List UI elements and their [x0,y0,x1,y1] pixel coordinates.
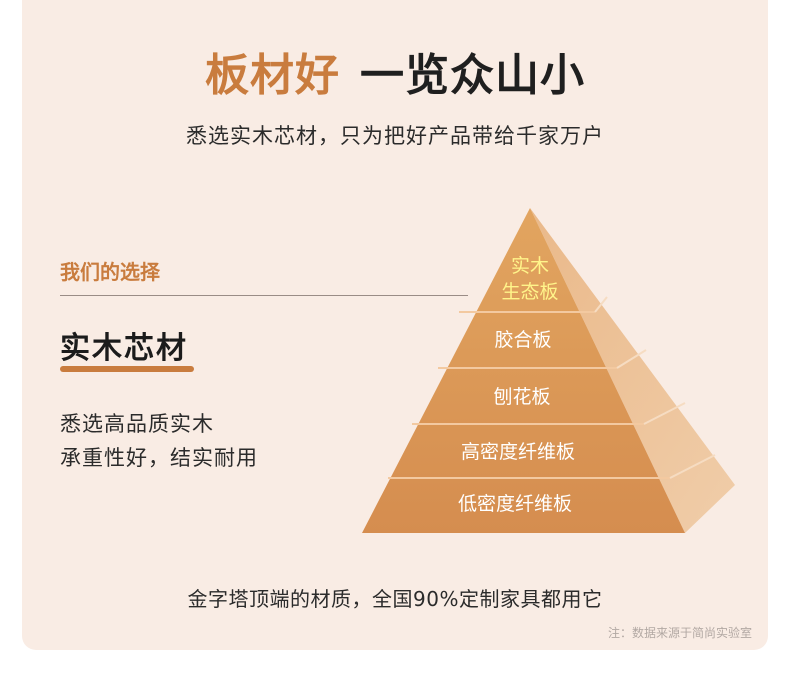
pyramid-level-2: 胶合板 [494,329,551,351]
material-underline [60,366,194,372]
headline-rest: 一览众山小 [360,50,585,101]
pyramid-level-4: 高密度纤维板 [461,441,575,463]
pyramid-level-1-line-1: 实木 [511,255,549,277]
pyramid-layer-lines [388,311,670,479]
material-desc-line-2: 承重性好，结实耐用 [60,446,258,470]
material-title: 实木芯材 [60,331,188,366]
material-desc-line-1: 悉选高品质实木 [60,412,214,436]
pyramid-level-3: 刨花板 [493,386,550,408]
material-pyramid: 实木 生态板 胶合板 刨花板 高密度纤维板 低密度纤维板 [362,208,735,533]
page-subhead: 悉选实木芯材，只为把好产品带给千家万户 [186,124,604,148]
page-headline: 板材好一览众山小 [0,48,790,104]
pyramid-side-lines [594,296,716,479]
headline-accent: 板材好 [205,50,340,101]
pyramid-front-face [362,208,685,533]
choice-label: 我们的选择 [60,260,160,284]
pyramid-level-5: 低密度纤维板 [458,493,572,515]
footer-statement: 金字塔顶端的材质，全国90%定制家具都用它 [187,587,603,611]
content-card [22,0,768,650]
pyramid-level-1-line-2: 生态板 [501,281,558,303]
pyramid-side-face [530,208,735,533]
source-note: 注：数据来源于简尚实验室 [607,626,752,640]
divider [60,295,468,296]
